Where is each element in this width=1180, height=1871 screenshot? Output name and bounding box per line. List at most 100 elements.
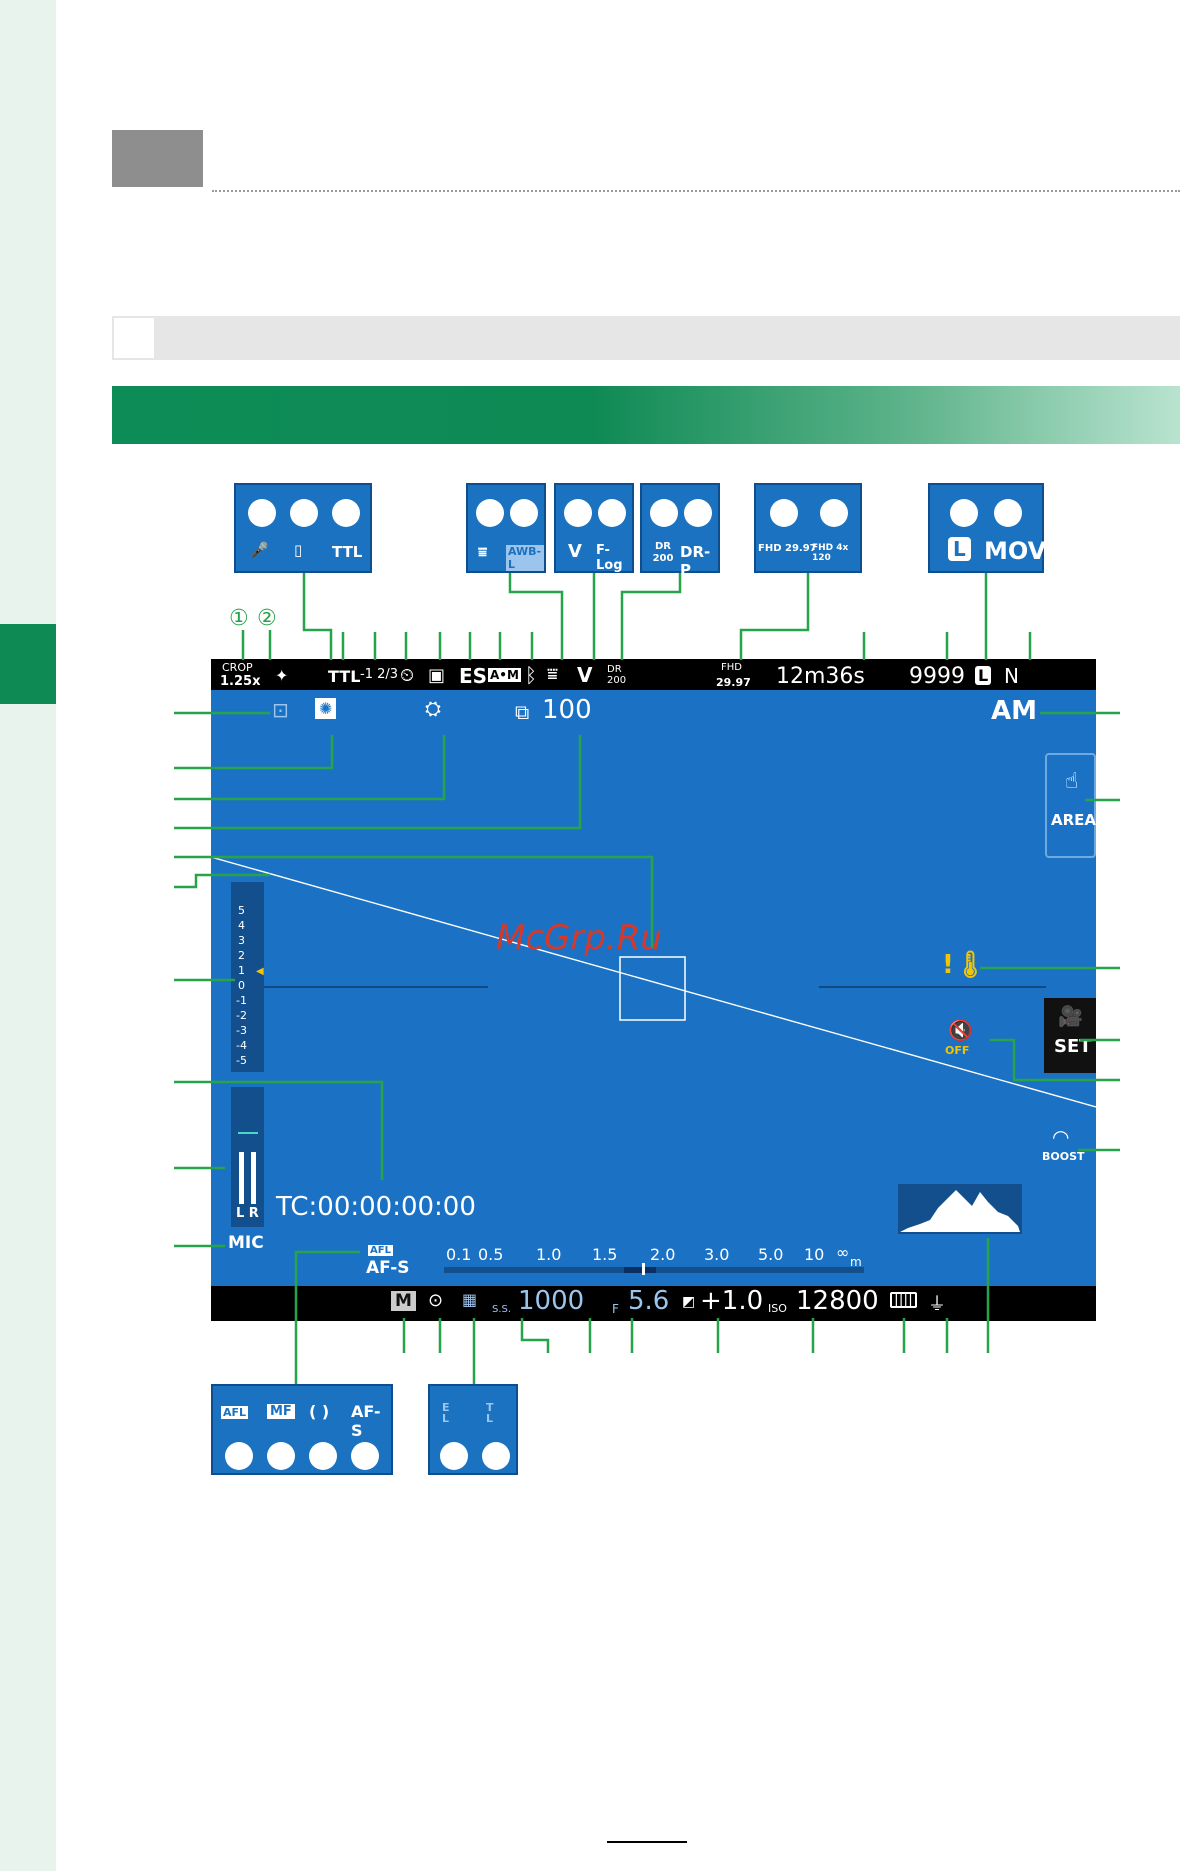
boost-icon: ◠ (1052, 1125, 1070, 1149)
callout-dynamic-range: DR 200 DR-P (640, 483, 720, 579)
auto-manual-badge: A•M (488, 668, 521, 682)
af-mode: AF-S (366, 1258, 410, 1278)
callout-video-mode: FHD 29.97 FHD 4x 120 (754, 483, 862, 573)
am-label: AM (991, 696, 1037, 726)
watermark: McGrp.Ru (496, 918, 662, 958)
wb-icon: ⩸ (478, 543, 488, 561)
crop-value: 1.25x (220, 674, 261, 689)
section-header-bar (112, 386, 1180, 444)
page-number-rule (607, 1841, 687, 1843)
callout-lock: E L T L (428, 1384, 518, 1475)
afl-label: AFL (368, 1245, 393, 1256)
f-log-icon: F-Log (596, 543, 623, 573)
dr-p-icon: DR-P (680, 543, 711, 579)
face-detect-icon: ⊡ (272, 698, 289, 722)
area-label: AREA (1051, 811, 1097, 829)
compression: N (1004, 664, 1019, 688)
distance-scale: 0.1 0.5 1.0 1.5 2.0 3.0 5.0 10 ∞ m (444, 1243, 864, 1277)
frames-remaining: 9999 (909, 664, 965, 689)
focus-pointer (642, 1263, 645, 1275)
audio-bar-right (251, 1152, 256, 1204)
shutter-speed: 1000 (518, 1286, 585, 1316)
callout-audio-remote-flash: 🎤 ▯ TTL (234, 483, 372, 573)
subsection-band (112, 316, 1180, 360)
audio-bar-left (239, 1152, 244, 1204)
boost-label: BOOST (1042, 1150, 1085, 1163)
mov-icon: MOV (984, 537, 1047, 565)
lr-label: L R (236, 1206, 259, 1221)
power-plug-icon: ⏚ (928, 1294, 946, 1315)
aperture: 5.6 (628, 1286, 670, 1316)
callout-focus-mode: AFL MF ( ) AF-S (211, 1384, 393, 1475)
temperature-warning-icon: !🌡 (942, 950, 987, 980)
sound-off-icon: 🔇 (948, 1018, 973, 1042)
focus-frame[interactable] (620, 957, 685, 1020)
histogram (898, 1184, 1022, 1234)
size-l-icon: L (948, 537, 971, 561)
flash-comp: -1 2/3 (360, 667, 399, 682)
mf-icon: MF (267, 1404, 295, 1419)
shooting-mode: M (391, 1291, 416, 1311)
flash-mode: TTL (328, 667, 361, 686)
exposure-pointer-icon: ◀ (256, 966, 264, 977)
bluetooth-icon: ᛒ (525, 663, 537, 687)
audio-peak (238, 1132, 258, 1134)
exp-comp-icon: ◩ (682, 1294, 696, 1310)
exposure-comp: +1.0 (700, 1286, 764, 1316)
shutter-type: ES (459, 664, 488, 688)
flash-ttl-icon: TTL (332, 543, 363, 561)
aperture-label: F (612, 1302, 619, 1316)
timecode: TC:00:00:00:00 (276, 1192, 476, 1222)
callout-file-format: L MOV (928, 483, 1047, 573)
callout-film-sim: V F-Log (554, 483, 634, 573)
af-s-icon: AF-S (351, 1402, 381, 1440)
awb-l-icon: AWB-L (506, 545, 544, 571)
top-status-bar (211, 659, 1096, 690)
el-icon: E L (442, 1401, 450, 1425)
frames-count: 100 (542, 695, 592, 725)
set-button[interactable]: 🎥 SET (1044, 998, 1096, 1073)
continuous-icon: ▣ (428, 665, 446, 686)
metering-icon: ⊙ (428, 1290, 444, 1311)
video-fps: 29.97 (716, 676, 751, 689)
shutter-speed-label: S.S. (492, 1304, 512, 1315)
shutter-icon: ✺ (315, 698, 337, 719)
iso-label: ISO (768, 1302, 787, 1315)
af-c-icon: ( ) (309, 1402, 330, 1421)
marker-1: ① (229, 606, 249, 631)
mic-icon: 🎤 (250, 541, 269, 559)
movie-camera-icon: 🎥 (1058, 1004, 1083, 1028)
crop-label: CROP (222, 661, 253, 674)
self-timer-icon: ⏲ (400, 665, 415, 686)
video-quality: FHD (721, 662, 742, 673)
set-label: SET (1054, 1036, 1092, 1057)
afl-icon: AFL (221, 1406, 249, 1419)
bracket-icon: ⧉ (515, 700, 530, 724)
battery-icon: |||| (890, 1292, 917, 1308)
fhd-4x-120-icon: FHD 4x 120 (812, 543, 849, 563)
title-rule (212, 190, 1180, 192)
fhd-2997-icon: FHD 29.97 (758, 543, 817, 554)
film-sim-v-icon: V (568, 541, 582, 562)
dr200-icon: DR 200 (652, 541, 674, 564)
tl-icon: T L (486, 1401, 494, 1425)
subsection-square (114, 318, 154, 358)
remote-status-icon: ✦ (275, 666, 289, 685)
recording-time: 12m36s (776, 664, 865, 689)
iso-value: 12800 (796, 1286, 879, 1316)
area-button[interactable]: ☝ AREA (1045, 753, 1096, 858)
exposure-scale: 5 4 3 2 1 0 -1 -2 -3 -4 -5 (236, 904, 247, 1067)
marker-2: ② (257, 606, 277, 631)
location-icon: ⛭ (425, 696, 441, 720)
image-size: L (975, 666, 992, 685)
wb-status-icon: ⩸ (547, 664, 558, 685)
chapter-box (112, 130, 203, 187)
side-strip (0, 0, 56, 1871)
mic-label: MIC (228, 1233, 264, 1253)
sound-off-label: OFF (945, 1044, 970, 1057)
chapter-tab[interactable] (0, 624, 56, 704)
remote-icon: ▯ (294, 541, 303, 559)
callout-white-balance: ⩸ AWB-L (466, 483, 546, 573)
touch-icon: ☝ (1065, 769, 1079, 794)
